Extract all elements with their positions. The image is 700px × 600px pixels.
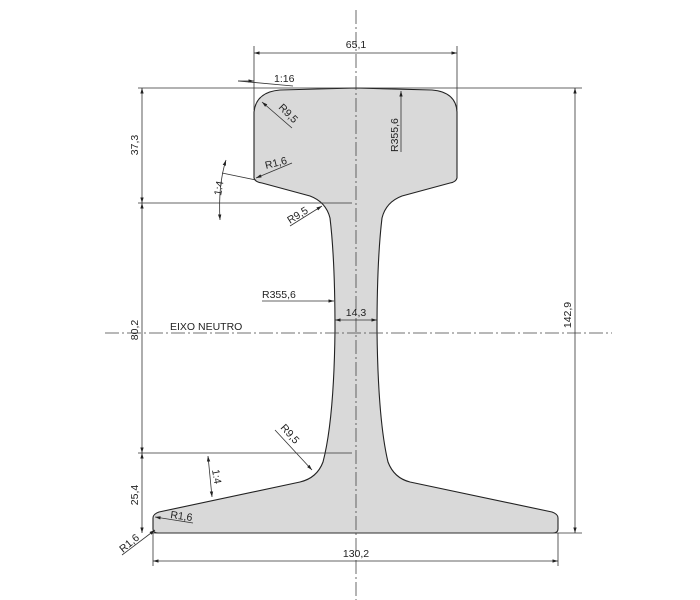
neutral-axis-label: EIXO NEUTRO bbox=[170, 321, 242, 333]
head-under-radius-label: R1,6 bbox=[264, 155, 289, 172]
web-thickness-label: 14,3 bbox=[346, 307, 367, 319]
head-fillet-radius-label: R9,5 bbox=[285, 205, 310, 227]
total-height-label: 142,9 bbox=[562, 302, 574, 328]
web-radius-label: R355,6 bbox=[262, 289, 296, 301]
base-width-label: 130,2 bbox=[343, 548, 369, 560]
base-height-label: 25,4 bbox=[129, 485, 141, 506]
base-slope-label: 1:4 bbox=[209, 468, 223, 485]
head-crown-radius-label: R355,6 bbox=[389, 118, 401, 152]
rail-section bbox=[152, 87, 559, 534]
top-slope-label: 1:16 bbox=[274, 73, 295, 85]
head-under-slope-label: 1:4 bbox=[212, 180, 226, 197]
head-width-dimension bbox=[253, 46, 458, 110]
base-width-dimension bbox=[152, 533, 559, 566]
base-fillet-radius-label: R9,5 bbox=[278, 422, 302, 447]
head-width-label: 65,1 bbox=[346, 39, 367, 51]
base-tip-radius-label: R1,6 bbox=[170, 509, 194, 524]
web-height-label: 80,2 bbox=[129, 320, 141, 341]
base-corner-radius-label: R1,6 bbox=[117, 532, 142, 556]
head-height-label: 37,3 bbox=[129, 135, 141, 156]
